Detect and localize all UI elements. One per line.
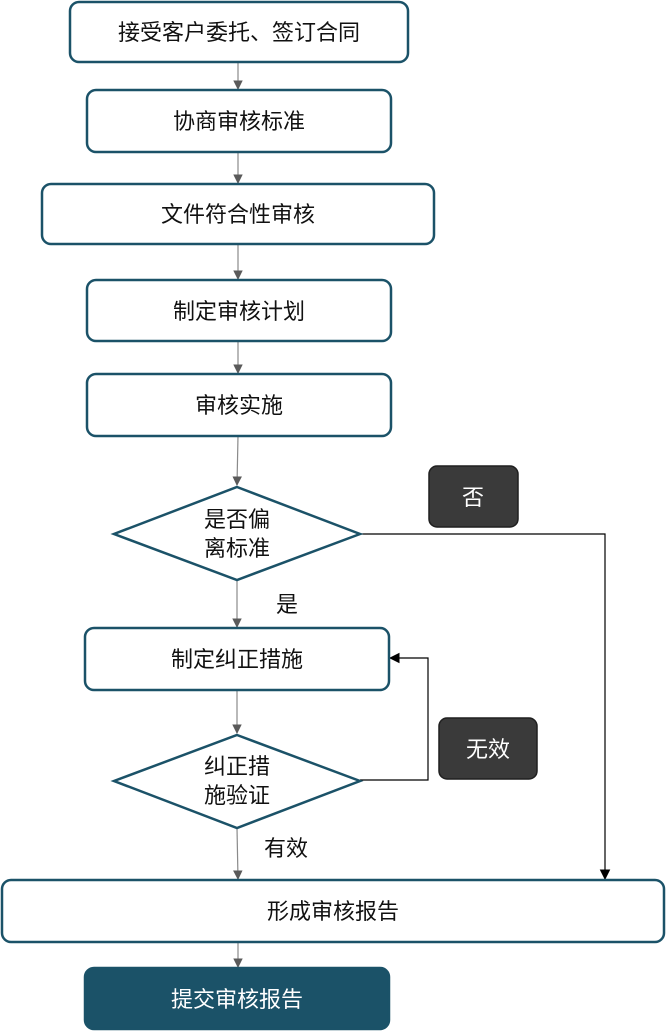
decision-deviation: 是否偏 离标准	[110, 485, 364, 582]
label-no-tag: 否	[428, 465, 519, 528]
step-audit-plan: 制定审核计划	[85, 278, 393, 343]
decision-verification-line1: 纠正措	[204, 755, 270, 780]
label-invalid-tag: 无效	[438, 717, 538, 780]
step-form-report: 形成审核报告	[0, 878, 666, 944]
step-corrective-action-label: 制定纠正措施	[171, 648, 303, 673]
decision-deviation-line2: 离标准	[204, 537, 270, 562]
step-audit-plan-label: 制定审核计划	[173, 300, 305, 325]
arrow-no-to-report	[360, 533, 611, 881]
step-audit-execution: 审核实施	[85, 372, 393, 438]
step-document-review: 文件符合性审核	[40, 182, 436, 246]
step-negotiate-criteria: 协商审核标准	[85, 88, 393, 154]
arrow-s5-d1	[232, 435, 242, 486]
label-no: 否	[462, 486, 484, 511]
step-form-report-label: 形成审核报告	[267, 900, 399, 925]
arrow-invalid-loop	[360, 652, 429, 781]
step-audit-execution-label: 审核实施	[195, 394, 283, 419]
decision-verification-line2: 施验证	[204, 784, 270, 809]
label-invalid: 无效	[466, 738, 510, 763]
decision-verification: 纠正措 施验证	[110, 733, 364, 830]
step-accept-contract-label: 接受客户委托、签订合同	[118, 21, 360, 46]
step-document-review-label: 文件符合性审核	[161, 203, 315, 228]
step-accept-contract: 接受客户委托、签订合同	[68, 0, 410, 64]
label-valid: 有效	[264, 837, 308, 862]
decision-deviation-line1: 是否偏	[204, 508, 270, 533]
step-submit-report-label: 提交审核报告	[171, 988, 303, 1013]
step-submit-report: 提交审核报告	[83, 966, 391, 1031]
step-corrective-action: 制定纠正措施	[83, 626, 391, 692]
step-negotiate-criteria-label: 协商审核标准	[173, 110, 305, 135]
label-yes: 是	[276, 593, 298, 618]
arrow-d2-s7	[233, 827, 243, 880]
